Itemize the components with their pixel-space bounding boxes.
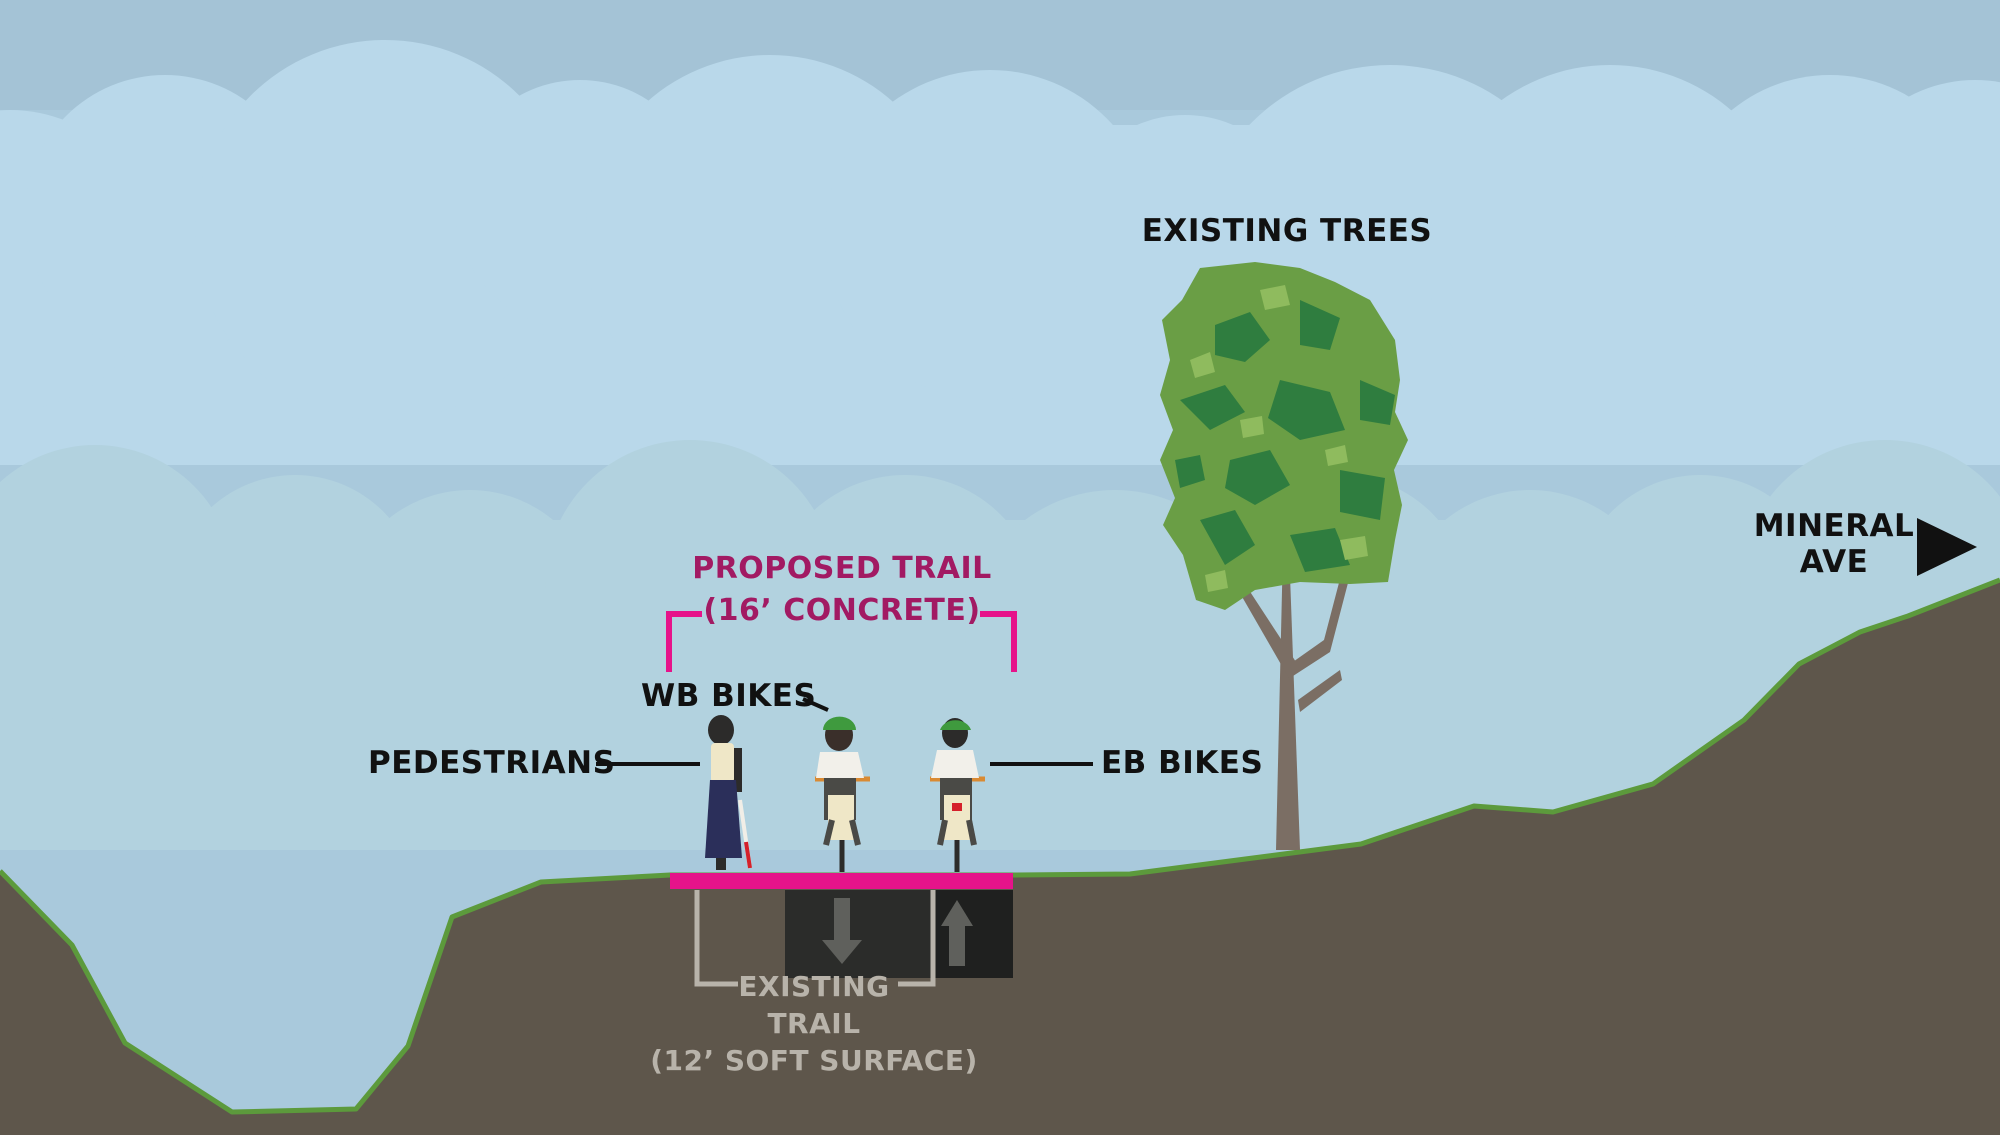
right-triangle-icon <box>1917 518 1977 576</box>
eb-bikes-label: EB BIKES <box>1101 745 1264 781</box>
grass-line <box>0 577 2000 1115</box>
pedestrian-figure <box>705 715 752 870</box>
up-arrow-icon <box>941 900 973 966</box>
existing-trail-line-1: EXISTING <box>738 970 890 1003</box>
ground-profile <box>0 580 2000 1135</box>
proposed-trail-line-1: PROPOSED TRAIL <box>692 551 992 586</box>
existing-trees-label: EXISTING TREES <box>1141 213 1433 249</box>
tree-illustration <box>1160 262 1408 850</box>
existing-trail-bracket <box>694 890 936 987</box>
down-arrow-icon <box>822 898 862 964</box>
existing-trail-label: EXISTING TRAIL (12’ SOFT SURFACE) <box>650 968 978 1079</box>
mineral-ave-label: MINERAL AVE <box>1754 508 1915 580</box>
wb-bikes-leader <box>802 697 829 712</box>
pedestrians-label: PEDESTRIANS <box>368 745 616 781</box>
proposed-trail-slab <box>670 873 1013 889</box>
existing-trail-eastbound-lane <box>935 890 1013 978</box>
westbound-cyclist <box>815 716 870 872</box>
mineral-ave-line-1: MINERAL <box>1753 508 1915 544</box>
upper-clouds <box>0 40 2000 465</box>
eastbound-cyclist <box>930 718 985 872</box>
proposed-trail-bracket <box>666 611 1017 672</box>
wb-bikes-label: WB BIKES <box>641 678 817 714</box>
existing-trail-line-3: (12’ SOFT SURFACE) <box>650 1044 978 1077</box>
existing-trail-line-2: TRAIL <box>767 1007 861 1040</box>
mineral-ave-line-2: AVE <box>1799 544 1869 580</box>
proposed-trail-line-2: (16’ CONCRETE) <box>703 593 981 628</box>
proposed-trail-label: PROPOSED TRAIL (16’ CONCRETE) <box>692 548 992 632</box>
